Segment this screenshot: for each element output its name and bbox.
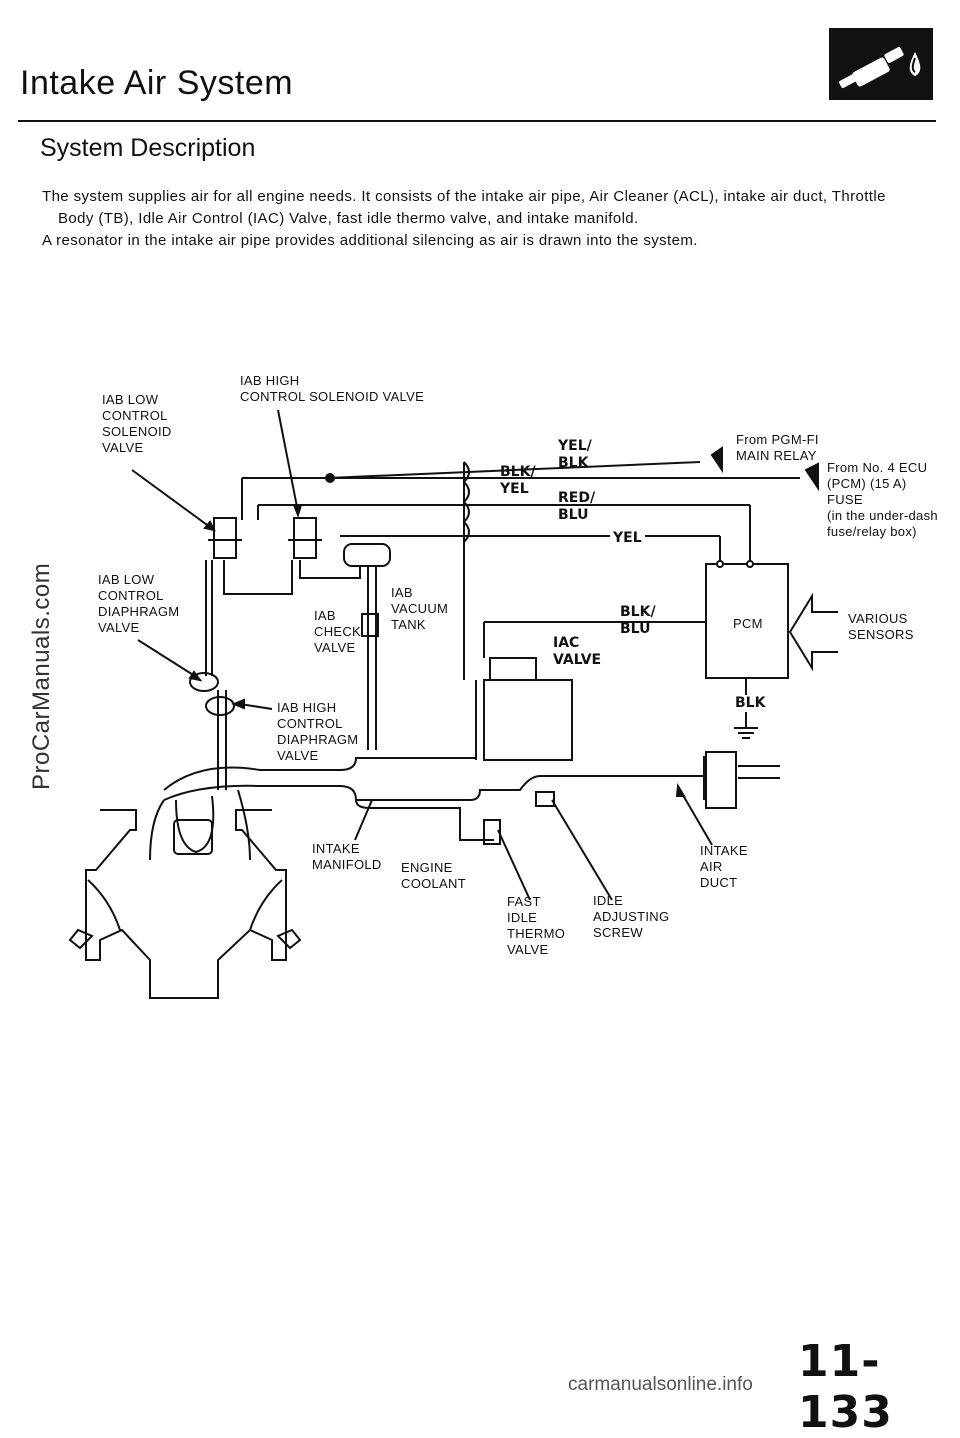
description-text: The system supplies air for all engine n… — [42, 186, 932, 252]
iab-high-control-diaphragm-valve-label: IAB HIGH CONTROL DIAPHRAGM VALVE — [277, 700, 359, 763]
iab-low-control-diaphragm-valve-label: IAB LOW CONTROL DIAPHRAGM VALVE — [98, 572, 180, 635]
wire-yel-blk-label: YEL/ BLK — [558, 438, 592, 471]
engine-coolant-label: ENGINE COOLANT — [401, 860, 466, 891]
intake-manifold-label: INTAKE MANIFOLD — [312, 841, 382, 872]
side-watermark: ProCarManuals.com — [28, 562, 55, 790]
ecu-fuse-label: From No. 4 ECU (PCM) (15 A) FUSE (in the… — [827, 460, 938, 539]
iab-check-valve-label: IAB CHECK VALVE — [314, 608, 362, 655]
various-sensors-label: VARIOUS SENSORS — [848, 611, 914, 642]
wire-yel-label: YEL — [610, 530, 645, 547]
wire-red-blu-label: RED/ BLU — [558, 490, 596, 523]
paragraph-line: The system supplies air for all engine n… — [42, 188, 886, 205]
page-title: Intake Air System — [20, 64, 294, 102]
paragraph-line: Body (TB), Idle Air Control (IAC) Valve,… — [58, 210, 639, 227]
bottom-watermark: carmanualsonline.info — [568, 1374, 753, 1395]
iab-vacuum-tank-label: IAB VACUUM TANK — [391, 585, 449, 632]
page-number: 11-133 — [798, 1336, 893, 1438]
fast-idle-thermo-valve-label: FAST IDLE THERMO VALVE — [507, 894, 566, 957]
wire-blk-label: BLK — [735, 695, 766, 712]
wire-blk-blu-label: BLK/ BLU — [620, 604, 656, 637]
idle-adjusting-screw-label: IDLE ADJUSTING SCREW — [593, 893, 670, 940]
paragraph-line: A resonator in the intake air pipe provi… — [42, 232, 698, 249]
iab-high-control-solenoid-valve-label: IAB HIGH CONTROL SOLENOID VALVE — [240, 373, 425, 404]
iab-low-control-solenoid-valve-label: IAB LOW CONTROL SOLENOID VALVE — [102, 392, 172, 455]
pgm-fi-main-relay-label: From PGM-FI MAIN RELAY — [736, 432, 819, 463]
intake-air-duct-label: INTAKE AIR DUCT — [700, 843, 748, 890]
section-title: System Description — [40, 134, 256, 162]
iac-valve-label: IAC VALVE — [553, 635, 602, 668]
wire-blk-yel-label: BLK/ YEL — [500, 464, 536, 497]
intake-air-system-diagram — [68, 409, 838, 999]
pcm-label: PCM — [733, 616, 763, 631]
fuel-nozzle-icon — [829, 28, 933, 100]
header-rule — [18, 120, 936, 122]
